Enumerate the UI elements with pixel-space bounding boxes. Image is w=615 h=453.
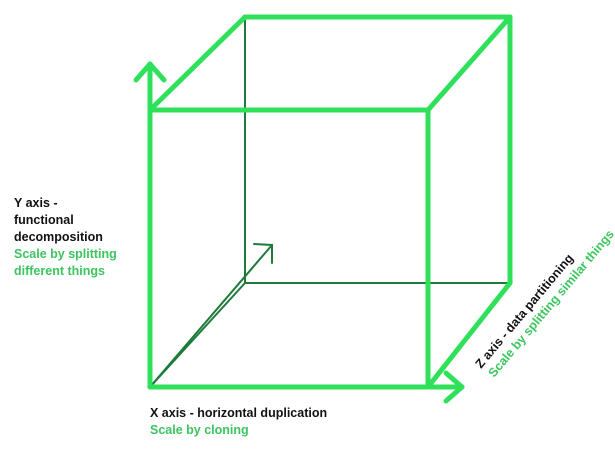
bottom-right-diagonal-edge (425, 280, 513, 390)
y-axis-description-line1: Scale by splitting (14, 247, 117, 261)
x-axis-description: Scale by cloning (150, 423, 249, 437)
y-axis-label-group: Y axis - functional decomposition Scale … (14, 196, 117, 278)
z-direction-inner-line (149, 244, 273, 388)
z-direction-inner-arrowhead (253, 243, 273, 264)
y-axis-description-line2: different things (14, 264, 105, 278)
cube-visible-edges (133, 14, 513, 404)
y-axis-title-line1: Y axis - (14, 196, 58, 210)
y-axis-arrowhead (133, 61, 167, 83)
x-axis-arrowhead (443, 370, 465, 404)
x-axis-title: X axis - horizontal duplication (150, 406, 327, 420)
z-axis-description: Scale by splitting similar things (486, 227, 615, 380)
top-left-diagonal-edge (147, 14, 248, 113)
cube-hidden-edges (149, 16, 511, 388)
top-right-diagonal-edge (425, 14, 513, 113)
y-axis-title-line2: functional (14, 213, 74, 227)
x-axis-label-group: X axis - horizontal duplication Scale by… (150, 406, 327, 437)
y-axis-title-line3: decomposition (14, 230, 103, 244)
